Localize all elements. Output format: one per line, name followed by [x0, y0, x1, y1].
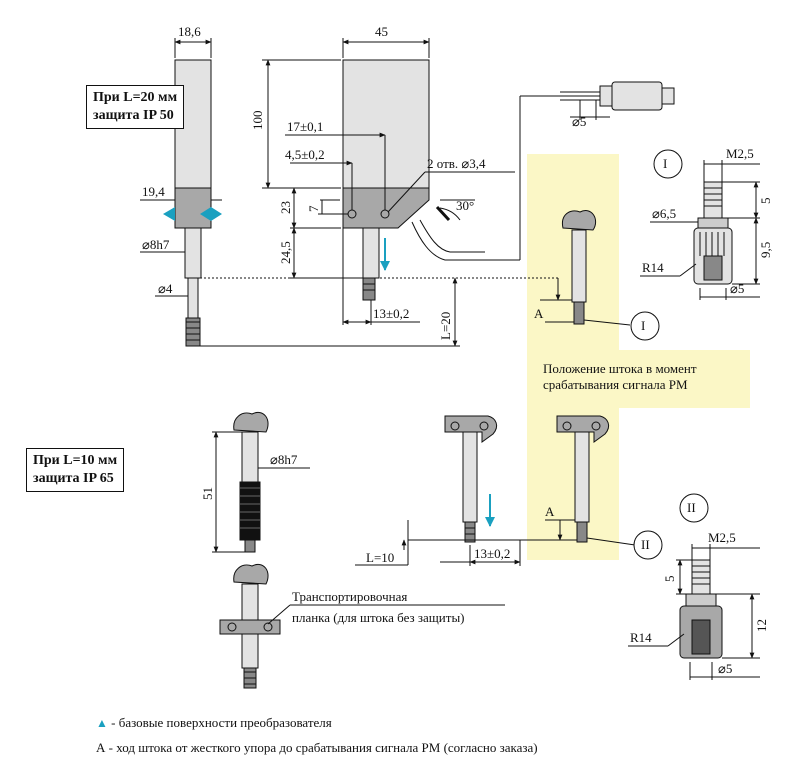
dim-8h7-bottom: ⌀8h7 — [270, 452, 298, 467]
dim-l20: L=20 — [438, 312, 453, 340]
dim-a-top: A — [534, 306, 544, 321]
highlight-note-band — [527, 350, 750, 408]
note-position-line1: Положение штока в момент — [543, 361, 697, 376]
marker-ii-callout-circle — [633, 530, 663, 560]
note-plank-line2: планка (для штока без защиты) — [292, 610, 465, 625]
dim-5-dia-bottom: ⌀5 — [718, 661, 732, 676]
dim-100: 100 — [250, 111, 265, 131]
dim-6-5: ⌀6,5 — [652, 206, 676, 221]
dim-a-bottom: A — [545, 504, 555, 519]
stem-ip65 — [212, 412, 310, 553]
dim-19-4: 19,4 — [142, 184, 165, 199]
triangle-icon: ▲ — [96, 716, 108, 730]
dim-m25-top: M2,5 — [726, 146, 754, 161]
dim-18-6: 18,6 — [178, 24, 201, 39]
stem-with-plank — [219, 564, 505, 689]
marker-ii-callout: II — [641, 537, 650, 552]
note-plank-line1: Транспортировочная — [292, 589, 407, 604]
dim-cable-5: ⌀5 — [572, 114, 586, 129]
dim-4: ⌀4 — [158, 281, 173, 296]
stem-bottom-middle — [355, 415, 580, 566]
marker-i-top-circle — [653, 149, 683, 179]
cable-connector — [560, 81, 675, 120]
dim-9-5: 9,5 — [758, 242, 773, 258]
marker-i-callout: I — [641, 318, 645, 333]
stem-position-top — [540, 210, 631, 326]
marker-ii-top: II — [687, 500, 696, 515]
legend-base-surfaces: ▲ - базовые поверхности преобразователя — [96, 715, 332, 730]
dim-13-top: 13±0,2 — [373, 306, 409, 321]
dim-51: 51 — [200, 487, 215, 500]
dim-r14-top: R14 — [642, 260, 664, 275]
dim-r14-bottom: R14 — [630, 630, 652, 645]
dim-l10: L=10 — [366, 550, 394, 565]
base-surface-marker-left — [163, 207, 175, 221]
detail-i — [640, 160, 760, 300]
stem-position-bottom — [545, 415, 636, 546]
dim-8h7: ⌀8h7 — [142, 237, 170, 252]
dim-45: 45 — [375, 24, 388, 39]
dim-24-5: 24,5 — [278, 241, 293, 264]
marker-i-top: I — [663, 156, 667, 171]
dim-4-5: 4,5±0,2 — [285, 147, 325, 162]
detail-ii — [628, 544, 760, 680]
legend-stroke-a: А - ход штока от жесткого упора до сраба… — [96, 740, 538, 755]
dim-23: 23 — [278, 201, 293, 214]
dim-17: 17±0,1 — [287, 119, 323, 134]
dim-13-bottom: 13±0,2 — [474, 546, 510, 561]
dim-12: 12 — [754, 619, 769, 632]
dim-5-bottom: 5 — [662, 576, 677, 583]
dim-holes: 2 отв. ⌀3,4 — [427, 156, 486, 171]
front-view — [200, 38, 600, 347]
note-position-line2: срабатывания сигнала РМ — [543, 377, 688, 392]
dim-5-top: 5 — [758, 198, 773, 205]
base-surface-marker-right — [211, 207, 222, 221]
marker-ii-top-circle — [679, 493, 709, 523]
dim-30deg: 30° — [456, 198, 474, 213]
dim-m25-bottom: M2,5 — [708, 530, 736, 545]
label-box-l10: При L=10 мм защита IP 65 — [26, 448, 125, 492]
label-box-l20: При L=20 мм защита IP 50 — [86, 85, 185, 129]
dim-5-dia-top: ⌀5 — [730, 281, 744, 296]
marker-i-callout-circle — [630, 311, 660, 341]
dim-7: 7 — [306, 205, 321, 212]
